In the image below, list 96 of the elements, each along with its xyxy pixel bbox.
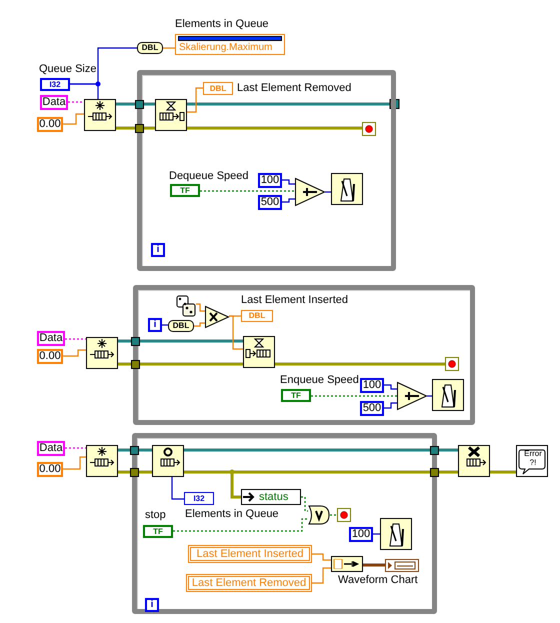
wire — [173, 518, 308, 532]
wire — [70, 47, 137, 85]
wire — [63, 113, 84, 125]
boolean-control: TF — [281, 389, 311, 402]
wire — [229, 315, 243, 350]
string-constant: Data — [37, 441, 65, 456]
wire — [363, 564, 385, 566]
wire — [171, 477, 184, 500]
wire — [301, 496, 308, 512]
wire — [312, 567, 331, 584]
metronome-icon — [432, 379, 464, 411]
wire — [184, 448, 458, 452]
numeric-constant: 0.00 — [37, 117, 63, 132]
terminal-label: Dequeue Speed — [169, 170, 249, 183]
conversion-node: DBL — [137, 42, 163, 54]
metronome-icon — [331, 173, 363, 205]
wire — [384, 402, 397, 409]
wire — [384, 384, 397, 390]
local-variable: Last Element Inserted — [188, 545, 312, 563]
dice-icon — [176, 295, 196, 317]
terminal-label: Last Element Inserted — [241, 294, 348, 307]
while-loop-frame — [133, 285, 475, 425]
numeric-indicator: DBL — [203, 82, 233, 95]
build-array-icon — [331, 556, 363, 572]
queue-function-icon — [152, 445, 184, 477]
wire — [312, 553, 331, 561]
stop-sign-icon — [362, 122, 376, 136]
icon-text: Error ?! — [523, 449, 543, 467]
numeric-constant: 500 — [258, 195, 282, 210]
wire — [68, 101, 84, 103]
wire — [163, 47, 175, 49]
numeric-constant: 0.00 — [37, 349, 63, 364]
property-name: Skalierung.Maximum — [178, 42, 274, 54]
numeric-control: I32 — [40, 78, 70, 91]
while-loop-frame — [137, 70, 396, 271]
wire — [63, 456, 86, 470]
terminal-label: Waveform Chart — [338, 574, 418, 587]
select-function-icon — [397, 382, 427, 410]
wire — [118, 470, 152, 474]
numeric-constant: 100 — [258, 173, 282, 188]
queue-function-icon — [458, 445, 490, 477]
iteration-terminal: i — [145, 598, 159, 612]
wire — [187, 99, 400, 109]
queue-function-icon — [155, 99, 187, 131]
terminal-label: Queue Size — [39, 63, 96, 76]
numeric-constant: 100 — [349, 527, 373, 542]
boolean-control: TF — [170, 184, 200, 197]
or-gate-icon — [308, 505, 330, 525]
wire — [116, 102, 155, 106]
wire — [65, 338, 86, 340]
iteration-terminal: i — [151, 243, 165, 257]
select-function-icon — [295, 178, 325, 206]
numeric-indicator: DBL — [241, 310, 273, 322]
queue-function-icon — [243, 336, 275, 368]
numeric-constant: 0.00 — [37, 462, 63, 477]
queue-function-icon — [86, 445, 118, 477]
wire — [118, 362, 243, 366]
metronome-icon — [380, 518, 412, 550]
wire — [200, 190, 295, 192]
terminal-label: Elements in Queue — [185, 508, 279, 521]
wire — [187, 87, 203, 113]
queue-function-icon — [84, 99, 116, 131]
wire — [116, 126, 155, 130]
numeric-indicator: I32 — [184, 492, 214, 505]
iteration-terminal: i — [148, 318, 162, 332]
wire — [490, 470, 516, 474]
boolean-control: TF — [143, 525, 173, 538]
wire — [65, 447, 86, 449]
stop-sign-icon — [337, 508, 351, 522]
wire — [196, 303, 205, 312]
terminal-label: Elements in Queue — [175, 18, 269, 31]
local-variable: Last Element Removed — [186, 574, 312, 592]
string-constant: Data — [40, 95, 68, 110]
wire — [311, 395, 397, 397]
wire — [282, 179, 295, 185]
wire — [194, 322, 205, 327]
wire — [118, 340, 243, 342]
wire — [275, 362, 445, 366]
while-loop-frame — [132, 433, 437, 614]
conversion-node: DBL — [168, 320, 194, 332]
error-dialog-icon — [516, 445, 548, 477]
wire — [118, 448, 152, 452]
string-constant: Data — [37, 331, 65, 346]
wire — [187, 126, 362, 130]
wire — [63, 349, 86, 357]
queue-function-icon — [86, 337, 118, 369]
wire — [330, 514, 337, 516]
terminal-label: Enqueue Speed — [280, 374, 359, 387]
numeric-constant: 500 — [360, 401, 384, 416]
terminal-label: Last Element Removed — [237, 82, 352, 95]
numeric-constant: 100 — [360, 378, 384, 393]
wire — [282, 198, 295, 203]
unbundle-node: status — [241, 489, 301, 505]
terminal-label: stop — [145, 509, 166, 522]
multiply-function-icon — [205, 306, 229, 328]
stop-sign-icon — [445, 357, 459, 371]
